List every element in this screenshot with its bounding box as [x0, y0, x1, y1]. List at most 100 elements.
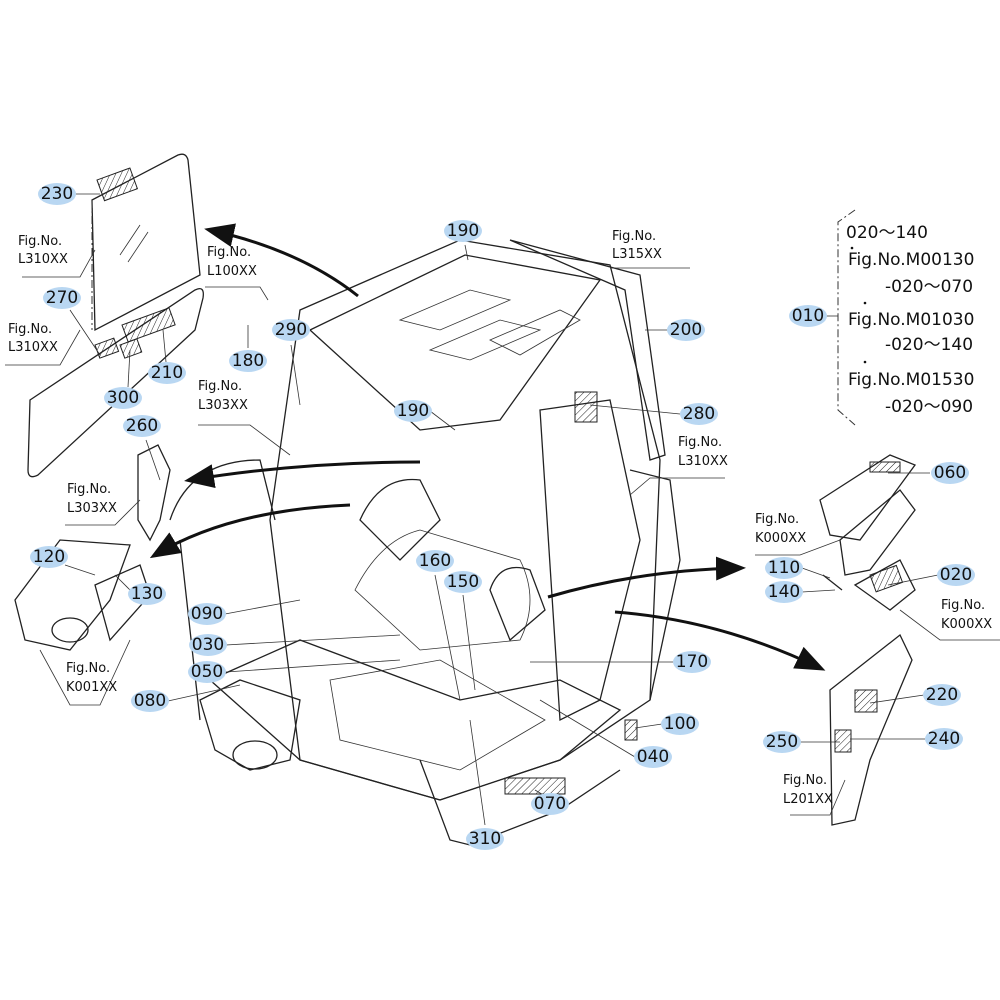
callout-160[interactable]: 160 [416, 550, 454, 572]
cab-body [169, 239, 681, 846]
svg-text:L303XX: L303XX [198, 398, 248, 413]
svg-text:Fig.No.: Fig.No. [941, 598, 985, 613]
svg-text:280: 280 [683, 404, 715, 424]
svg-text:050: 050 [191, 662, 223, 682]
svg-text:190: 190 [397, 401, 429, 421]
svg-text:090: 090 [191, 604, 223, 624]
svg-text:Fig.No.M00130: Fig.No.M00130 [848, 250, 974, 270]
callout-260[interactable]: 260 [123, 415, 161, 437]
svg-text:230: 230 [41, 184, 73, 204]
svg-text:020～140: 020～140 [846, 223, 928, 243]
fig-ref-l303-b[interactable]: Fig.No.L303XX [67, 482, 117, 516]
fig-ref-l201[interactable]: Fig.No.L201XX [783, 773, 833, 807]
fig-ref-l310-right[interactable]: Fig.No.L310XX [678, 435, 728, 469]
svg-text:L315XX: L315XX [612, 247, 662, 262]
callout-270[interactable]: 270 [43, 287, 81, 309]
callout-250[interactable]: 250 [763, 731, 801, 753]
svg-text:K000XX: K000XX [755, 531, 806, 546]
svg-text:170: 170 [676, 652, 708, 672]
callout-180[interactable]: 180 [229, 350, 267, 372]
svg-text:150: 150 [447, 572, 479, 592]
callout-200[interactable]: 200 [667, 319, 705, 341]
svg-text:100: 100 [664, 714, 696, 734]
svg-text:-020～140: -020～140 [885, 335, 973, 355]
fig-ref-l310-mid[interactable]: Fig.No.L310XX [8, 322, 58, 355]
svg-text:Fig.No.M01030: Fig.No.M01030 [848, 310, 974, 330]
right-console-parts [819, 454, 917, 611]
svg-text:-020～090: -020～090 [885, 397, 973, 417]
svg-text:240: 240 [928, 729, 960, 749]
callout-290[interactable]: 290 [272, 319, 310, 341]
svg-text:180: 180 [232, 351, 264, 371]
svg-text:160: 160 [419, 551, 451, 571]
callout-170[interactable]: 170 [673, 651, 711, 673]
fig-ref-k000-b[interactable]: Fig.No. K000XX [941, 598, 992, 632]
svg-text:Fig.No.: Fig.No. [66, 661, 110, 676]
callout-140[interactable]: 140 [765, 581, 803, 603]
svg-text:Fig.No.M01530: Fig.No.M01530 [848, 370, 974, 390]
callout-020[interactable]: 020 [937, 564, 975, 586]
svg-text:210: 210 [151, 363, 183, 383]
callout-080[interactable]: 080 [131, 690, 169, 712]
svg-text:Fig.No.: Fig.No. [198, 379, 242, 394]
callout-labels: 230 190 200 270 210 300 180 290 190 280 … [30, 183, 975, 850]
callout-070[interactable]: 070 [531, 793, 569, 815]
fig-ref-l315[interactable]: Fig.No. L315XX [612, 229, 662, 262]
callout-190-top[interactable]: 190 [444, 220, 482, 242]
svg-text:220: 220 [926, 685, 958, 705]
callout-100[interactable]: 100 [661, 713, 699, 735]
callout-310[interactable]: 310 [466, 828, 504, 850]
svg-text:K000XX: K000XX [941, 617, 992, 632]
fig-ref-k001[interactable]: Fig.No.K001XX [66, 661, 117, 695]
svg-text:260: 260 [126, 416, 158, 436]
callout-230[interactable]: 230 [38, 183, 76, 205]
callout-090[interactable]: 090 [188, 603, 226, 625]
svg-text:300: 300 [107, 388, 139, 408]
svg-text:080: 080 [134, 691, 166, 711]
svg-text:L310XX: L310XX [678, 454, 728, 469]
callout-300[interactable]: 300 [104, 387, 142, 409]
callout-190-mid[interactable]: 190 [394, 400, 432, 422]
svg-text:Fig.No.: Fig.No. [207, 245, 251, 260]
callout-120[interactable]: 120 [30, 546, 68, 568]
assembly-note: 020～140 Fig.No.M00130 -020～070 Fig.No.M0… [846, 223, 974, 417]
callout-050[interactable]: 050 [188, 661, 226, 683]
svg-text:310: 310 [469, 829, 501, 849]
callout-220[interactable]: 220 [923, 684, 961, 706]
callout-040[interactable]: 040 [634, 746, 672, 768]
fig-ref-l303-a[interactable]: Fig.No. L303XX [198, 379, 248, 413]
front-glass-lower [27, 287, 204, 478]
svg-text:200: 200 [670, 320, 702, 340]
svg-text:110: 110 [768, 558, 800, 578]
exploded-arrows [149, 223, 826, 671]
callout-210[interactable]: 210 [148, 362, 186, 384]
callout-150[interactable]: 150 [444, 571, 482, 593]
svg-text:130: 130 [131, 584, 163, 604]
fig-ref-l100[interactable]: Fig.No.L100XX [207, 245, 257, 279]
fig-ref-k000-a[interactable]: Fig.No.K000XX [755, 512, 806, 546]
callout-130[interactable]: 130 [128, 583, 166, 605]
callout-010[interactable]: 010 [789, 305, 827, 327]
figure-references: Fig.No.L310XX Fig.No.L310XX Fig.No.L100X… [8, 229, 992, 807]
svg-text:060: 060 [934, 463, 966, 483]
fig-ref-l310-top[interactable]: Fig.No.L310XX [18, 234, 68, 267]
rear-glass [509, 239, 666, 461]
svg-text:Fig.No.: Fig.No. [612, 229, 656, 244]
svg-text:L310XX: L310XX [18, 252, 68, 267]
svg-text:010: 010 [792, 306, 824, 326]
callout-060[interactable]: 060 [931, 462, 969, 484]
svg-text:020: 020 [940, 565, 972, 585]
callout-280[interactable]: 280 [680, 403, 718, 425]
callout-030[interactable]: 030 [189, 634, 227, 656]
left-pillar-part [137, 444, 171, 542]
svg-text:070: 070 [534, 794, 566, 814]
svg-text:Fig.No.: Fig.No. [67, 482, 111, 497]
svg-text:290: 290 [275, 320, 307, 340]
svg-text:L201XX: L201XX [783, 792, 833, 807]
svg-text:-020～070: -020～070 [885, 277, 973, 297]
callout-110[interactable]: 110 [765, 557, 803, 579]
callout-240[interactable]: 240 [925, 728, 963, 750]
svg-text:250: 250 [766, 732, 798, 752]
